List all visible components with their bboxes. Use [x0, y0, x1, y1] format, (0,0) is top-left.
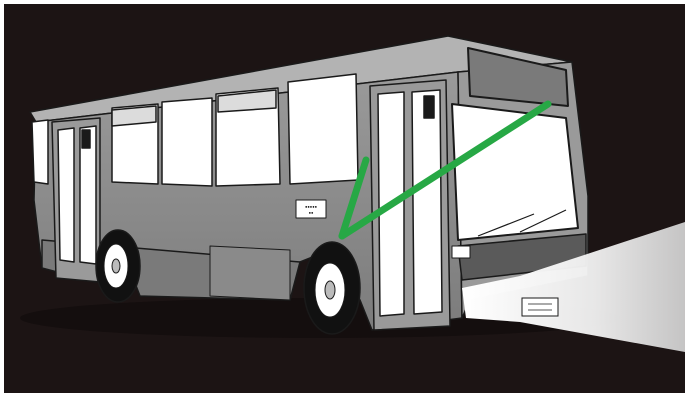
- rear-wheel: [96, 230, 140, 302]
- front-wheel: [304, 242, 360, 334]
- side-panel: [210, 246, 290, 300]
- window-5: [288, 74, 358, 184]
- svg-text:●●●●●: ●●●●●: [305, 204, 318, 209]
- front-door-glass-right: [412, 90, 442, 314]
- window-3: [162, 98, 212, 186]
- headlight-left: [452, 246, 470, 258]
- license-plate-front: [522, 298, 558, 316]
- rear-door-glass-left: [58, 128, 74, 262]
- window-1: [32, 120, 48, 184]
- vent-1: [112, 106, 156, 126]
- rear-mirror: [82, 130, 90, 148]
- svg-text:●●: ●●: [309, 210, 314, 215]
- side-plate: [296, 200, 326, 218]
- front-mirror: [424, 96, 434, 118]
